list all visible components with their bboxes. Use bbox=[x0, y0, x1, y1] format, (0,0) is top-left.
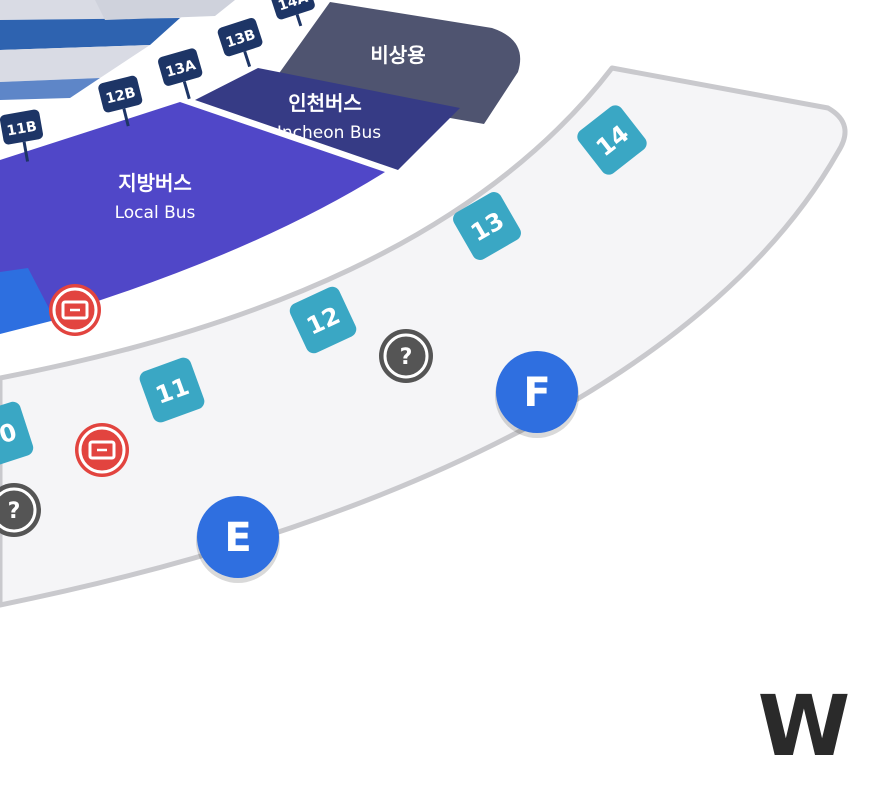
zone-incheon-bus[interactable]: 인천버스 Incheon Bus bbox=[195, 68, 460, 170]
svg-text:?: ? bbox=[400, 345, 413, 370]
ticket-icon[interactable] bbox=[49, 284, 101, 336]
pole-sign-14a: 14A bbox=[270, 0, 315, 27]
zone-edge-segment bbox=[0, 268, 55, 334]
bay-marker-11[interactable]: 11 bbox=[137, 355, 206, 424]
svg-text:?: ? bbox=[8, 499, 21, 524]
zone-local-bus-label-ko: 지방버스 bbox=[118, 171, 192, 195]
bay-marker-13[interactable]: 13 bbox=[450, 189, 524, 263]
bay-marker-10[interactable]: 0 bbox=[0, 400, 35, 471]
pole-sign-11b: 11B bbox=[0, 109, 43, 162]
zone-incheon-bus-label-en: Incheon Bus bbox=[277, 123, 381, 143]
gate-e-marker[interactable]: E bbox=[196, 496, 280, 583]
info-icon[interactable]: ? bbox=[379, 329, 433, 383]
pole-sign-12b: 12B bbox=[98, 75, 143, 127]
bay-marker-12[interactable]: 12 bbox=[287, 284, 359, 356]
pole-sign-13a: 13A bbox=[157, 48, 203, 100]
upper-parking-rows bbox=[0, 0, 235, 100]
bay-marker-14[interactable]: 14 bbox=[574, 102, 650, 178]
zone-local-bus[interactable]: 지방버스 Local Bus bbox=[0, 102, 385, 318]
zone-emergency-label: 비상용 bbox=[370, 43, 425, 67]
zone-local-bus-label-en: Local Bus bbox=[115, 203, 196, 223]
info-icon[interactable]: ? bbox=[0, 483, 41, 537]
ticket-icon[interactable] bbox=[75, 423, 129, 477]
svg-text:12B: 12B bbox=[104, 85, 137, 108]
svg-text:F: F bbox=[523, 370, 550, 416]
pole-sign-13b: 13B bbox=[217, 18, 263, 68]
svg-text:11B: 11B bbox=[6, 119, 38, 140]
gate-f-marker[interactable]: F bbox=[495, 351, 579, 438]
zone-incheon-bus-label-ko: 인천버스 bbox=[288, 91, 362, 115]
svg-text:E: E bbox=[224, 515, 251, 561]
compass-west-label: W bbox=[758, 677, 851, 775]
